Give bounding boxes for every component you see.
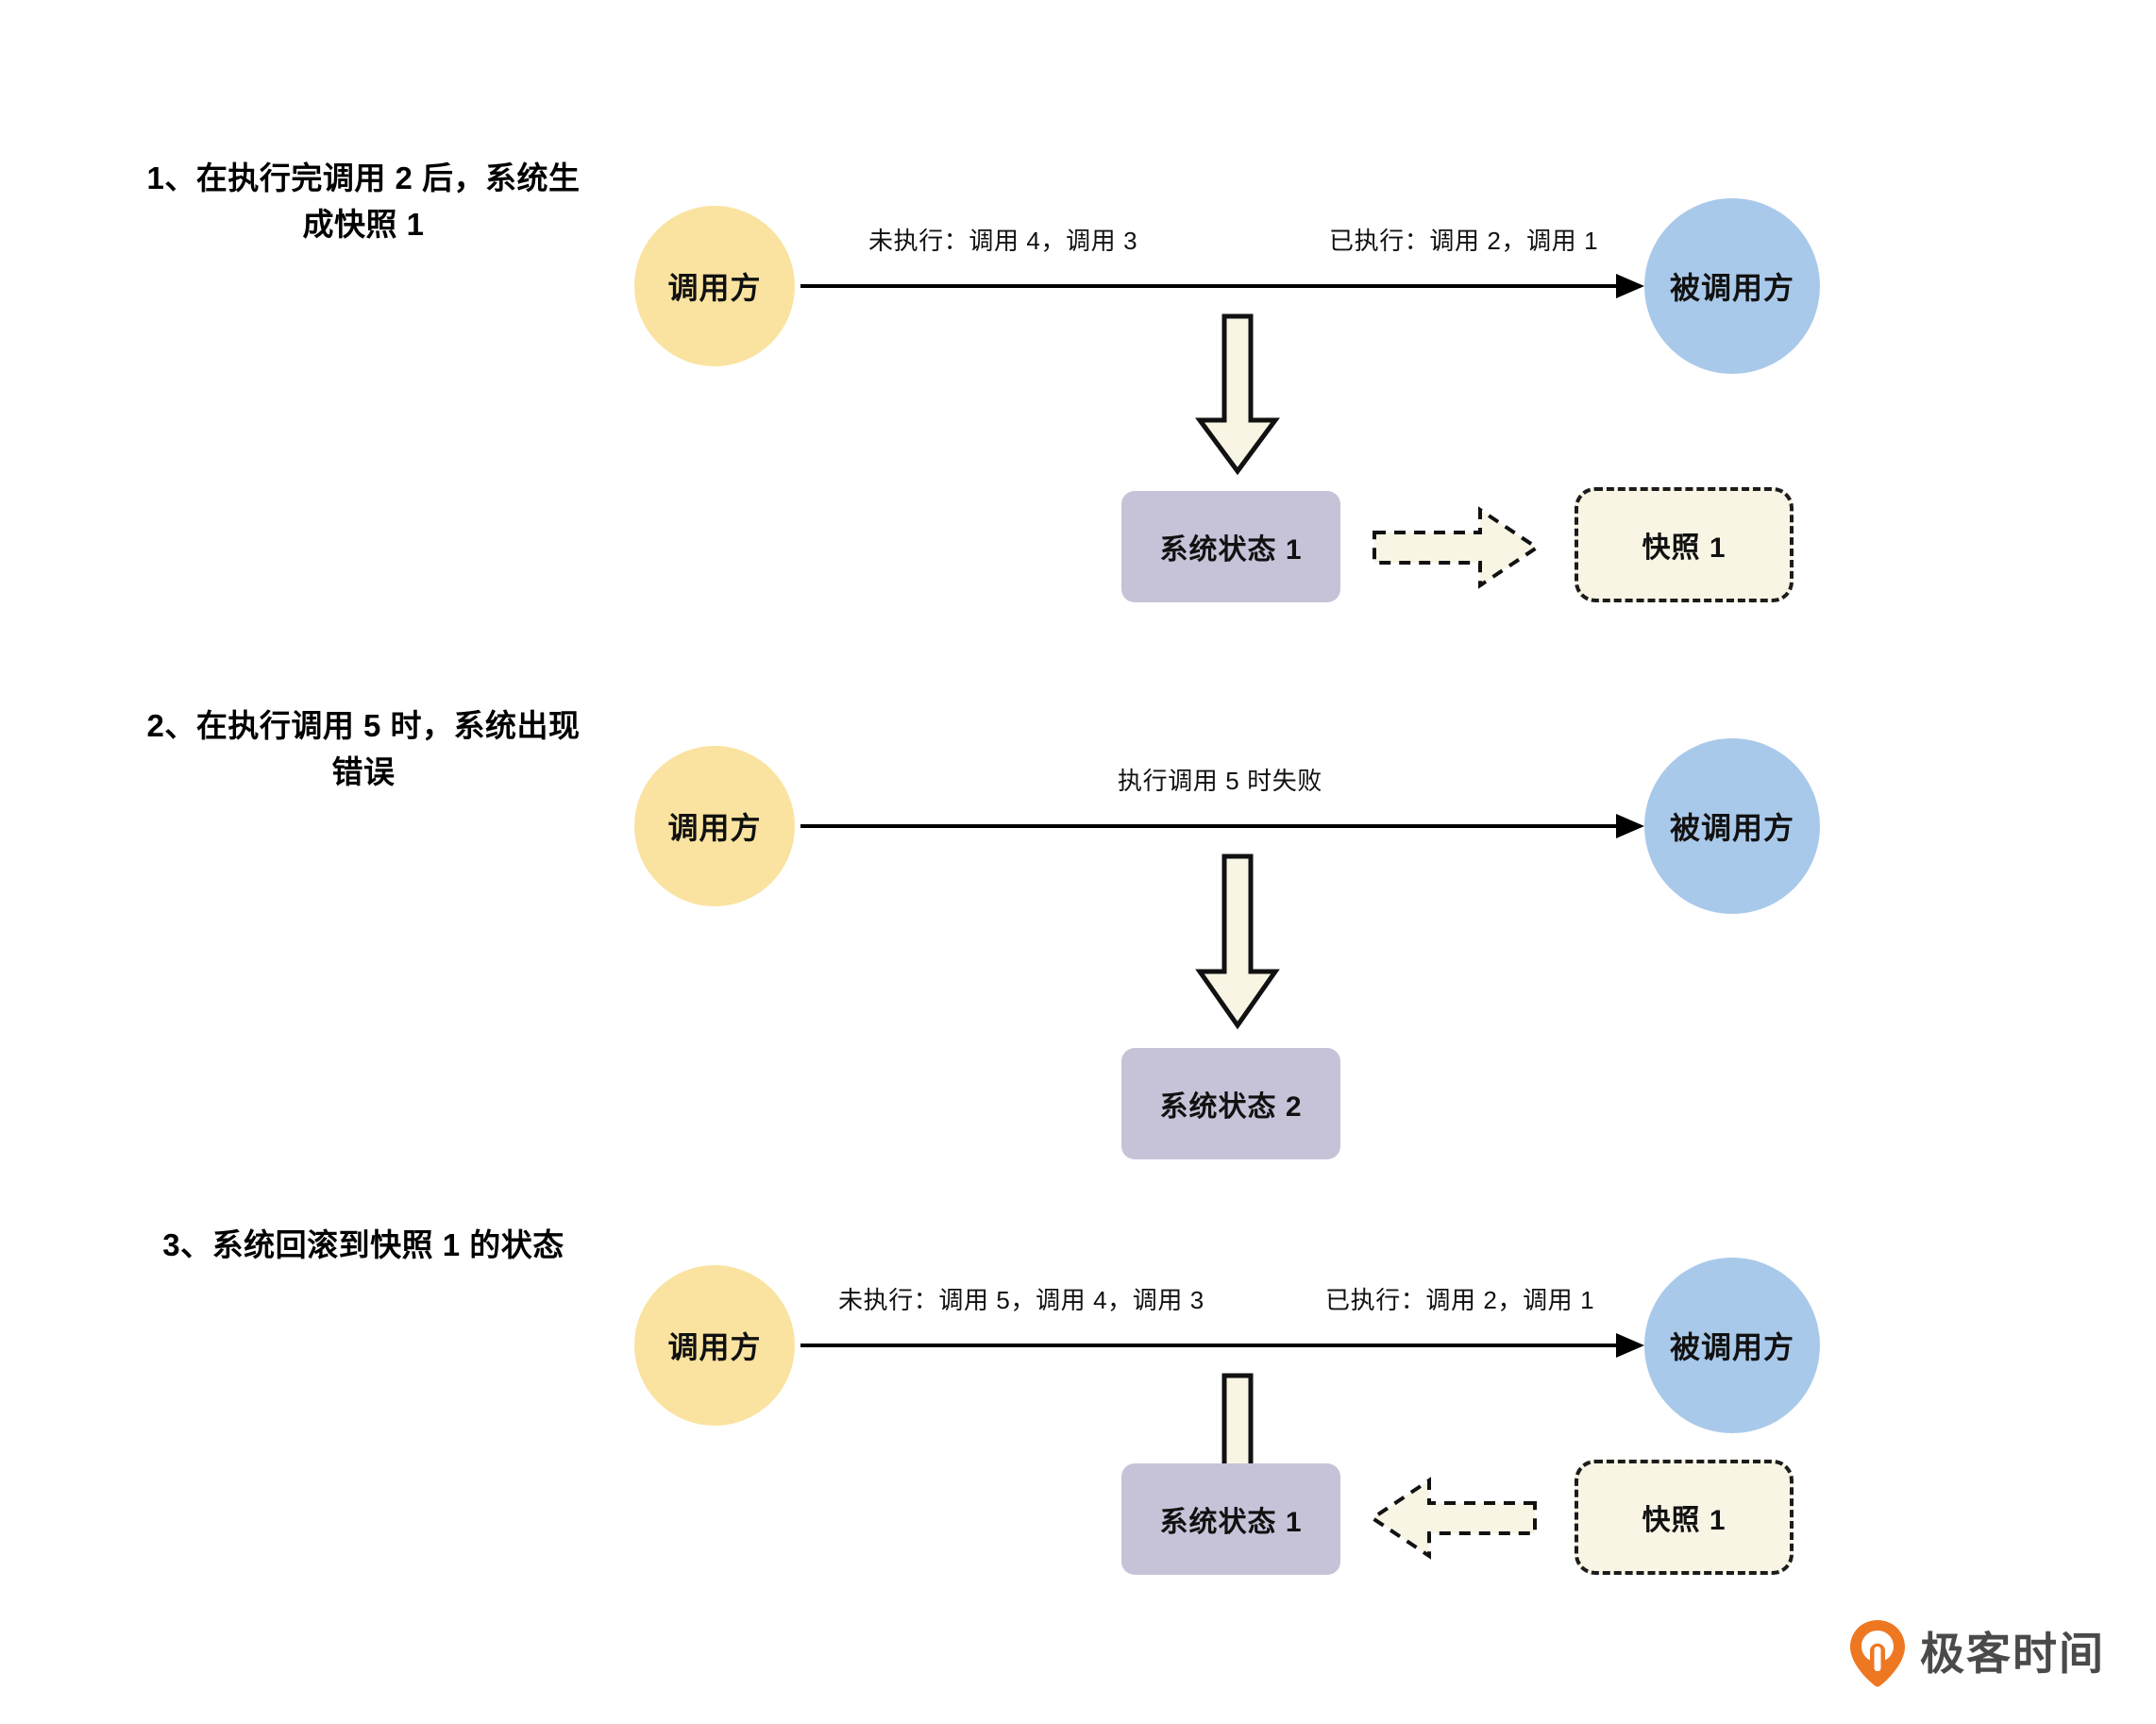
step-2-system-state-box: 系统状态 2	[1121, 1048, 1340, 1159]
step-2-call-arrow	[800, 814, 1644, 838]
step-1-caption: 1、在执行完调用 2 后，系统生成快照 1	[146, 161, 581, 242]
step-3-rollback-arrow	[1369, 1473, 1539, 1563]
caller-label: 调用方	[667, 1330, 762, 1364]
step-1-pending-calls-label: 未执行：调用 4，调用 3	[868, 227, 1138, 255]
step-1-callee-node: 被调用方	[1644, 198, 1820, 374]
step-3-snapshot-box: 快照 1	[1575, 1460, 1794, 1575]
step-1-snapshot-box: 快照 1	[1575, 487, 1794, 602]
callee-label: 被调用方	[1669, 1330, 1794, 1364]
step-3-callee-node: 被调用方	[1644, 1258, 1820, 1433]
step-2-section: 2、在执行调用 5 时，系统出现错误 调用方 被调用方 执行调用 5 时失败 系…	[0, 651, 2156, 1159]
step-1-system-state-box: 系统状态 1	[1121, 491, 1340, 602]
step-1-executed-calls-label: 已执行：调用 2，调用 1	[1329, 227, 1599, 255]
step-1-snapshot-create-arrow	[1371, 502, 1541, 593]
geekbang-logo: 极客时间	[1848, 1618, 2105, 1688]
step-1-caller-node: 调用方	[634, 206, 795, 366]
step-3-section: 3、系统回滚到快照 1 的状态 调用方 被调用方 未执行：调用 5，调用 4，调…	[0, 1171, 2156, 1624]
step-1-call-arrow	[800, 274, 1644, 298]
step-3-caption: 3、系统回滚到快照 1 的状态	[162, 1227, 564, 1262]
step-1-snapshot-label: 快照 1	[1642, 532, 1726, 564]
step-2-failure-label: 执行调用 5 时失败	[1118, 767, 1322, 795]
caller-label: 调用方	[667, 271, 762, 305]
geekbang-logo-icon	[1848, 1618, 1907, 1688]
step-3-system-state-box: 系统状态 1	[1121, 1463, 1340, 1575]
geekbang-logo-text: 极客时间	[1920, 1628, 2105, 1679]
step-3-executed-calls-label: 已执行：调用 2，调用 1	[1325, 1286, 1595, 1314]
step-2-callee-node: 被调用方	[1644, 738, 1820, 914]
step-3-system-state-label: 系统状态 1	[1159, 1507, 1303, 1538]
callee-label: 被调用方	[1669, 811, 1794, 845]
step-2-caption: 2、在执行调用 5 时，系统出现错误	[146, 708, 581, 789]
step-2-caller-node: 调用方	[634, 746, 795, 906]
step-3-call-arrow	[800, 1333, 1644, 1358]
step-3-pending-calls-label: 未执行：调用 5，调用 4，调用 3	[838, 1286, 1204, 1314]
step-1-system-state-label: 系统状态 1	[1159, 534, 1303, 566]
step-3-caller-node: 调用方	[634, 1265, 795, 1426]
caller-label: 调用方	[667, 811, 762, 845]
step-1-down-block-arrow	[1195, 313, 1280, 476]
step-2-system-state-label: 系统状态 2	[1159, 1091, 1303, 1123]
step-1-section: 1、在执行完调用 2 后，系统生成快照 1 调用方 被调用方 未执行：调用 4，…	[0, 85, 2156, 602]
step-3-snapshot-label: 快照 1	[1642, 1505, 1726, 1536]
callee-label: 被调用方	[1669, 271, 1794, 305]
step-2-down-block-arrow	[1195, 854, 1280, 1030]
